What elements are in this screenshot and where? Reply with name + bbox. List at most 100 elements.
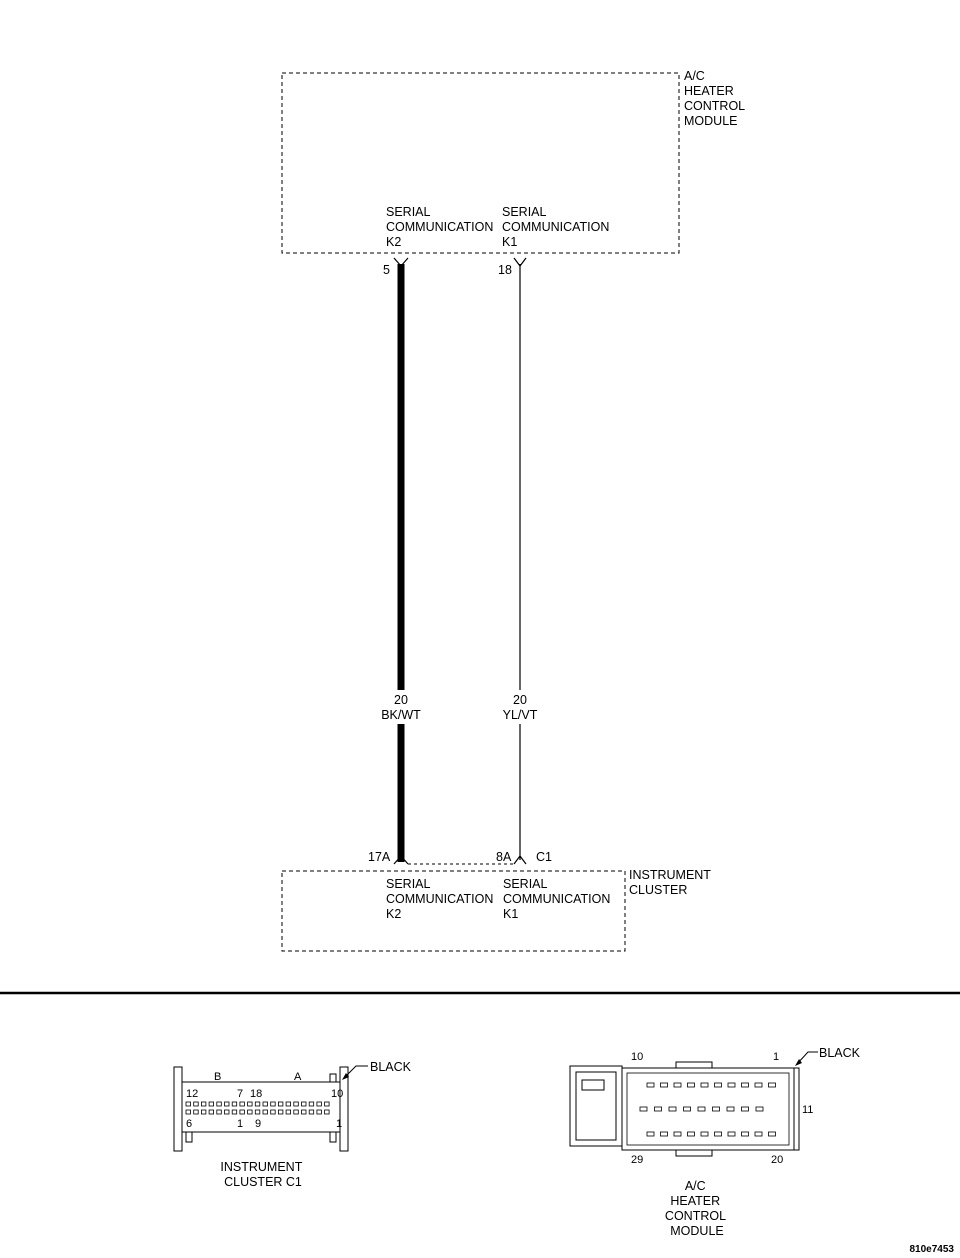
hvac-pin-grid <box>639 1082 776 1137</box>
cluster-c1-cavity <box>262 1101 268 1107</box>
cluster-c1-cavity <box>270 1101 276 1107</box>
hvac-cavity <box>673 1082 682 1088</box>
cluster-c1-pin-7: 7 <box>237 1088 243 1100</box>
hvac-conn-pin-20: 20 <box>771 1154 783 1166</box>
cluster-module: 17A 8A C1 INSTRUMENT CLUSTER SERIAL COMM… <box>281 850 714 952</box>
cluster-c1-title: INSTRUMENT CLUSTER C1 <box>220 1160 305 1189</box>
hvac-cavity <box>700 1082 709 1088</box>
cluster-c1-cavity <box>316 1109 322 1115</box>
hvac-cavity <box>697 1106 706 1112</box>
cluster-c1-cavity <box>185 1109 191 1115</box>
hvac-conn-title: A/C HEATER CONTROL MODULE <box>665 1179 729 1238</box>
hvac-pin-5-number: 5 <box>383 263 390 277</box>
cluster-c1-cavity <box>224 1101 230 1107</box>
hvac-cavity <box>741 1106 749 1112</box>
hvac-cavity <box>754 1082 763 1088</box>
cluster-c1-cavity <box>231 1109 238 1115</box>
cluster-c1-cavity <box>185 1101 191 1107</box>
hvac-cavity <box>683 1106 691 1112</box>
hvac-cavity <box>700 1131 709 1137</box>
hvac-module-outline <box>281 72 680 254</box>
cluster-c1-cavity <box>254 1109 261 1115</box>
cluster-c1-color: BLACK <box>370 1060 412 1074</box>
hvac-cavity <box>646 1082 655 1088</box>
hvac-cavity <box>727 1131 736 1137</box>
cluster-c1-row-b: B <box>214 1071 221 1083</box>
hvac-conn-pin-11: 11 <box>802 1104 813 1116</box>
wire-bk-wt-gauge: 20 <box>394 693 408 707</box>
figure-id: 810e7453 <box>910 1244 955 1255</box>
cluster-c1-cavity <box>239 1109 245 1115</box>
cluster-pin-8a-terminal <box>513 855 527 865</box>
wire-yl-vt: 20 YL/VT <box>503 264 538 860</box>
cluster-pin-17a-terminal <box>393 855 409 865</box>
cluster-module-outline <box>281 870 626 952</box>
wire-bk-wt: 20 BK/WT <box>381 264 421 862</box>
cluster-c1-cavity <box>285 1101 292 1107</box>
hvac-cavity <box>687 1131 695 1137</box>
hvac-conn-pin-29: 29 <box>631 1154 643 1166</box>
cluster-pin-17a-number: 17A <box>368 850 391 864</box>
cluster-c1-cavity <box>270 1109 276 1115</box>
wire-bk-wt-color: BK/WT <box>381 708 421 722</box>
cluster-c1-row-a: A <box>294 1071 302 1083</box>
hvac-cavity <box>755 1106 764 1112</box>
hvac-cavity <box>726 1106 735 1112</box>
cluster-c1-leader-arrow <box>342 1073 349 1080</box>
hvac-module-name: A/C HEATER CONTROL MODULE <box>684 69 748 128</box>
cluster-c1-pin-1b: 1 <box>237 1118 243 1130</box>
hvac-pin-k2-label: SERIAL COMMUNICATION K2 <box>386 205 497 249</box>
cluster-c1-cavity <box>277 1109 284 1115</box>
hvac-pin-k1-label: SERIAL COMMUNICATION K1 <box>502 205 613 249</box>
hvac-cavity <box>660 1082 668 1088</box>
cluster-connector-id: C1 <box>536 850 552 864</box>
cluster-c1-cavity <box>231 1101 238 1107</box>
hvac-cavity <box>646 1131 655 1137</box>
cluster-pin-k2-label: SERIAL COMMUNICATION K2 <box>386 877 497 921</box>
hvac-module: A/C HEATER CONTROL MODULE SERIAL COMMUNI… <box>281 69 748 277</box>
hvac-conn-color-leader <box>796 1051 818 1065</box>
cluster-pin-k1-label: SERIAL COMMUNICATION K1 <box>503 877 614 921</box>
wire-yl-vt-gauge: 20 <box>513 693 527 707</box>
cluster-c1-cavity <box>208 1109 215 1115</box>
cluster-c1-cavity <box>293 1109 299 1115</box>
cluster-c1-pin-6: 6 <box>186 1118 192 1130</box>
cluster-c1-cavity <box>293 1101 299 1107</box>
hvac-cavity <box>768 1082 776 1088</box>
hvac-cavity <box>741 1082 749 1088</box>
cluster-c1-pin-1a: 1 <box>336 1118 342 1130</box>
cluster-c1-pin-18: 18 <box>250 1088 262 1100</box>
cluster-c1-cavity <box>262 1109 268 1115</box>
cluster-c1-cavity <box>324 1109 330 1115</box>
cluster-c1-cavity <box>277 1101 284 1107</box>
hvac-cavity <box>654 1106 662 1112</box>
cluster-c1-pin-9: 9 <box>255 1118 261 1130</box>
cluster-c1-cavity <box>193 1101 199 1107</box>
cluster-c1-cavity <box>254 1101 261 1107</box>
hvac-cavity <box>768 1131 776 1137</box>
hvac-cavity <box>660 1131 668 1137</box>
hvac-cavity <box>687 1082 695 1088</box>
cluster-module-name: INSTRUMENT CLUSTER <box>629 868 714 897</box>
hvac-cavity <box>668 1106 677 1112</box>
hvac-cavity <box>714 1082 722 1088</box>
cluster-c1-cavity <box>208 1101 215 1107</box>
cluster-c1-pin-12: 12 <box>186 1088 198 1100</box>
cluster-c1-cavity <box>316 1101 322 1107</box>
wire-yl-vt-color: YL/VT <box>503 708 538 722</box>
cluster-c1-cavity <box>301 1101 307 1107</box>
hvac-conn-color: BLACK <box>819 1046 861 1060</box>
cluster-c1-cavity <box>308 1101 315 1107</box>
hvac-conn-pin-10: 10 <box>631 1051 643 1063</box>
hvac-cavity <box>712 1106 720 1112</box>
hvac-cavity <box>673 1131 682 1137</box>
cluster-c1-cavity <box>224 1109 230 1115</box>
hvac-cavity <box>727 1082 736 1088</box>
cluster-c1-cavity <box>301 1109 307 1115</box>
hvac-cavity <box>754 1131 763 1137</box>
cluster-c1-pin-10: 10 <box>331 1088 343 1100</box>
cluster-c1-cavity <box>200 1101 207 1107</box>
hvac-cavity <box>741 1131 749 1137</box>
cluster-pin-8a-number: 8A <box>496 850 512 864</box>
